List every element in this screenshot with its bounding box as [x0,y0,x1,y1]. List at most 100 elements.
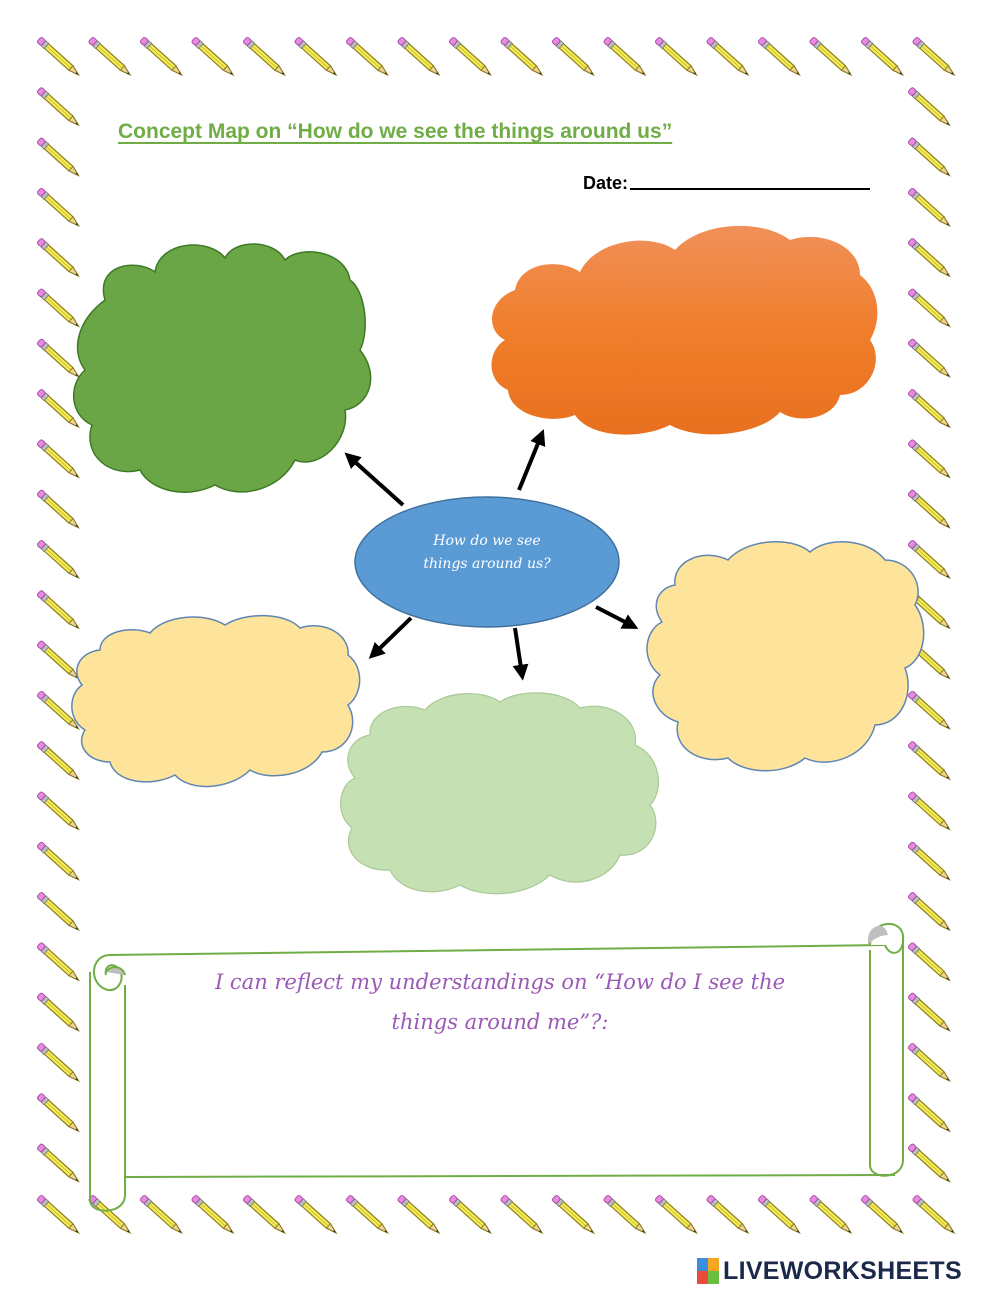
pencil-icon [911,1194,957,1236]
pencil-icon [907,86,953,129]
liveworksheets-logo: LIVEWORKSHEETS [697,1256,962,1286]
pencil-icon [139,36,185,78]
date-field[interactable]: Date: [583,168,871,194]
pencil-icon [907,136,953,179]
cloud-top-right[interactable] [491,225,878,435]
arrow-to-top-left [344,452,405,507]
date-blank-line[interactable] [630,188,871,190]
arrow-to-top-right [517,429,546,491]
center-concept-bubble[interactable] [354,496,620,628]
date-label: Date: [583,173,629,193]
pencil-icon [36,891,82,934]
pencil-icon [36,740,82,783]
pencil-icon [36,991,82,1034]
pencil-icon [860,1194,906,1236]
pencil-icon [907,337,953,380]
pencil-icon [907,1092,953,1135]
pencil-icon [499,36,545,78]
pencil-icon [907,388,953,431]
pencil-icon [602,1194,648,1236]
center-concept-line-2: things around us? [423,556,551,572]
pencil-icon [907,488,953,531]
pencil-icon [36,438,82,481]
pencil-icon [757,36,803,78]
pencil-icon [36,941,82,984]
cloud-left[interactable] [71,614,361,788]
pencil-icon [907,689,953,732]
pencil-icon [448,36,494,78]
pencil-icon [808,1194,854,1236]
pencil-icon [907,891,953,934]
pencil-icon [396,1194,442,1236]
liveworksheets-logo-text: LIVEWORKSHEETS [723,1256,962,1285]
liveworksheets-logo-icon [697,1258,719,1284]
pencil-icon [705,36,751,78]
arrow-to-right [595,605,639,629]
reflection-prompt-line-2: things around me”?: [391,1010,609,1034]
pencil-icon [654,1194,700,1236]
pencil-icon [907,438,953,481]
pencil-icon [36,488,82,531]
pencil-icon [36,790,82,833]
cloud-bottom[interactable] [340,692,659,895]
pencil-icon [907,186,953,229]
pencil-icon [907,539,953,581]
pencil-icon [36,840,82,883]
center-concept-text: How do we see things around us? [370,530,604,576]
pencil-icon [36,337,82,380]
pencil-icon [36,186,82,229]
pencil-icon [242,1194,288,1236]
pencil-icon [87,1194,133,1236]
pencil-icon [907,740,953,783]
concept-arrows [344,429,639,681]
reflection-prompt: I can reflect my understandings on “How … [150,962,850,1042]
pencil-icon [345,1194,391,1236]
pencil-icon [907,991,953,1034]
pencil-icon [36,36,82,78]
pencil-icon [705,1194,751,1236]
reflection-prompt-line-1: I can reflect my understandings on “How … [214,970,786,994]
pencil-icon [907,237,953,280]
pencil-icon [907,941,953,984]
arrow-to-left [368,616,413,659]
cloud-top-left[interactable] [72,243,372,493]
pencil-icon [190,36,236,78]
pencil-icon [654,36,700,78]
pencil-icon [36,237,82,280]
cloud-right[interactable] [646,540,925,772]
pencil-icon [907,840,953,883]
reflection-scroll[interactable] [89,922,905,1212]
pencil-icon [293,36,339,78]
pencil-icon [396,36,442,78]
pencil-icon [36,589,82,632]
pencil-icon [190,1194,236,1236]
pencil-icon [907,1142,953,1185]
pencil-icon [551,36,597,78]
pencil-icon [242,36,288,78]
worksheet-title: Concept Map on “How do we see the things… [118,120,673,143]
pencil-icon [36,1042,82,1084]
pencil-icon [36,1194,82,1236]
center-concept-line-1: How do we see [433,533,541,549]
pencil-icon [36,639,82,682]
pencil-icon [911,36,957,78]
pencil-icon [551,1194,597,1236]
pencil-icon [87,36,133,78]
pencil-icon [907,1042,953,1084]
pencil-icon [36,287,82,330]
pencil-icon [139,1194,185,1236]
pencil-icon [36,136,82,179]
pencil-icon [36,1142,82,1185]
pencil-icon [907,287,953,330]
pencil-icon [602,36,648,78]
pencil-icon [808,36,854,78]
pencil-icon [36,1092,82,1135]
pencil-icon [36,539,82,581]
pencil-icon [345,36,391,78]
arrow-to-bottom [512,627,529,681]
pencil-icon [36,86,82,129]
pencil-icon [907,790,953,833]
pencil-icon [499,1194,545,1236]
pencil-icon [293,1194,339,1236]
pencil-icon [757,1194,803,1236]
